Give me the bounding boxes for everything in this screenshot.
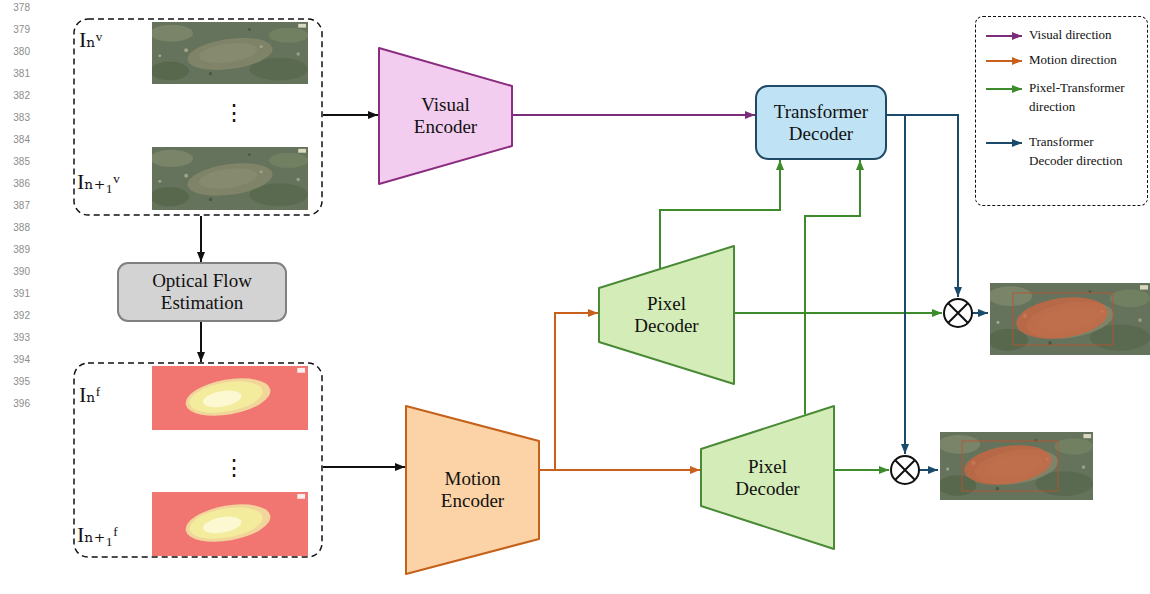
multiply-cross [948,303,968,323]
line-number: 378 [4,2,30,14]
flow-arrow [513,114,755,116]
line-number: 396 [4,398,30,410]
output-wires [735,115,988,470]
line-number: 387 [4,200,30,212]
encoder-block: Motion Encoder [405,405,540,575]
output-frame [938,432,1093,500]
frame-label: Iₙᵛ [79,27,102,53]
multiply-circle [944,299,972,327]
block-label: Visual Encoder [403,94,488,138]
trapezoid-shape [599,246,734,384]
block-label: Transformer Decoder [765,101,877,145]
line-number: 379 [4,24,30,36]
mask-overlay [1014,292,1111,344]
block-label: Optical Flow Estimation [140,270,265,314]
ellipsis-mark: ⋮ [223,100,245,126]
block-label: Pixel Decoder [729,456,807,500]
flow-frame [152,366,308,430]
multiply-circle [891,456,919,484]
output-line [972,312,988,314]
bounding-box [962,441,1058,491]
legend-arrow [986,30,1026,42]
flow-arrow [555,469,700,471]
rounded-box [118,263,286,321]
flow-arrow [323,114,378,116]
pixel-to-product-line [835,469,889,471]
legend-arrow [986,83,1026,95]
legend-text: Transformer Decoder direction [1029,132,1137,170]
query-line [885,115,958,297]
bounding-box [1013,293,1113,345]
encoder-block: Visual Encoder [378,47,513,185]
multiply-cross [895,460,915,480]
dashed-group-outline [74,363,322,557]
block-label: Motion Encoder [429,468,517,512]
query-line [904,115,906,454]
line-number: 383 [4,112,30,124]
rounded-box [756,86,886,159]
flow-frame [152,492,308,556]
flow-arrow [200,322,202,362]
visual-frame [150,22,308,84]
output-frame [988,283,1150,355]
product-symbols [891,299,972,484]
flow-arrow [200,216,202,262]
trapezoid-shape [406,406,539,574]
flow-arrow [805,160,860,415]
decoder-block: Pixel Decoder [700,405,835,550]
visual-frames-group: Iₙᵛ ⋮ Iₙ₊₁ᵛ [73,18,323,216]
line-number: 394 [4,354,30,366]
output-frames [938,283,1150,500]
line-number: 391 [4,288,30,300]
legend-arrow-line [986,60,1022,62]
decoder-block: Pixel Decoder [598,245,735,385]
line-number: 385 [4,156,30,168]
frame-label: Iₙ₊₁ᶠ [77,522,118,548]
flow-arrow [323,466,405,468]
line-number: 390 [4,266,30,278]
line-number: 389 [4,244,30,256]
legend-text: Pixel-Transformer direction [1029,78,1137,116]
mask-overlay [962,440,1054,490]
line-number: 386 [4,178,30,190]
visual-frame [150,147,308,210]
line-number: 380 [4,46,30,58]
line-number: 384 [4,134,30,146]
block-label: Pixel Decoder [628,293,706,337]
frame-label: Iₙ₊₁ᵛ [77,169,120,195]
line-number: 392 [4,310,30,322]
dashed-group-outline [74,19,322,215]
process-box: Optical Flow Estimation [117,262,287,322]
legend-box: Visual directionMotion directionPixel-Tr… [975,16,1148,206]
line-number: 381 [4,68,30,80]
frame-label: Iₙᶠ [79,382,100,408]
ellipsis-mark: ⋮ [223,455,245,481]
line-number: 395 [4,376,30,388]
legend-arrow-line [986,35,1022,37]
legend-text: Motion direction [1029,50,1137,69]
trapezoid-shape [379,48,512,184]
output-line [919,469,938,471]
legend-arrow-line [986,88,1022,90]
line-number: 382 [4,90,30,102]
legend-arrow-line [986,142,1022,144]
legend-text: Visual direction [1029,25,1137,44]
line-number: 388 [4,222,30,234]
flow-frames-group: Iₙᶠ ⋮ Iₙ₊₁ᶠ [73,362,323,558]
pixel-to-product-line [735,312,942,314]
trapezoid-shape [701,406,834,549]
legend-arrow [986,137,1026,149]
decoder-block: Transformer Decoder [755,85,887,160]
line-number: 393 [4,332,30,344]
flow-arrow [536,313,598,470]
legend-arrow [986,55,1026,67]
